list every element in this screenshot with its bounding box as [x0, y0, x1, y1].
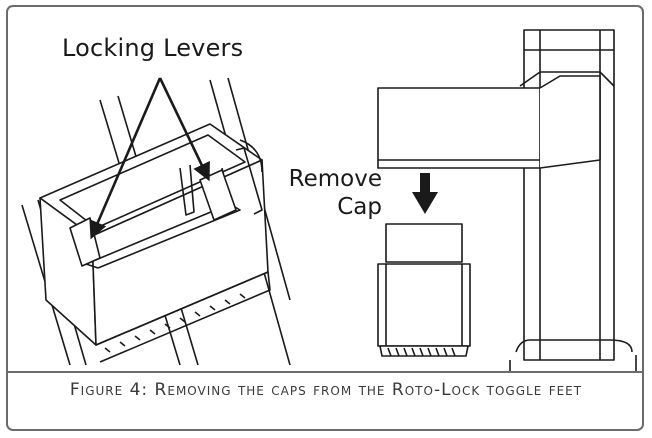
locking-levers-label: Locking Levers: [62, 34, 244, 62]
caption-divider: [8, 371, 642, 373]
figure-caption: Figure 4: Removing the caps from the Rot…: [69, 380, 583, 400]
locking-levers-arrows: [89, 77, 210, 240]
remove-cap-label-line2: Cap: [337, 194, 382, 220]
toggle-foot-housing: [21, 77, 291, 366]
figure-frame: [6, 5, 644, 431]
cap: [377, 223, 471, 357]
toggle-foot-post: [377, 29, 637, 372]
remove-cap-label: Remove Cap: [286, 165, 382, 221]
remove-cap-arrow: [412, 173, 438, 214]
remove-cap-label-line1: Remove: [288, 166, 382, 192]
